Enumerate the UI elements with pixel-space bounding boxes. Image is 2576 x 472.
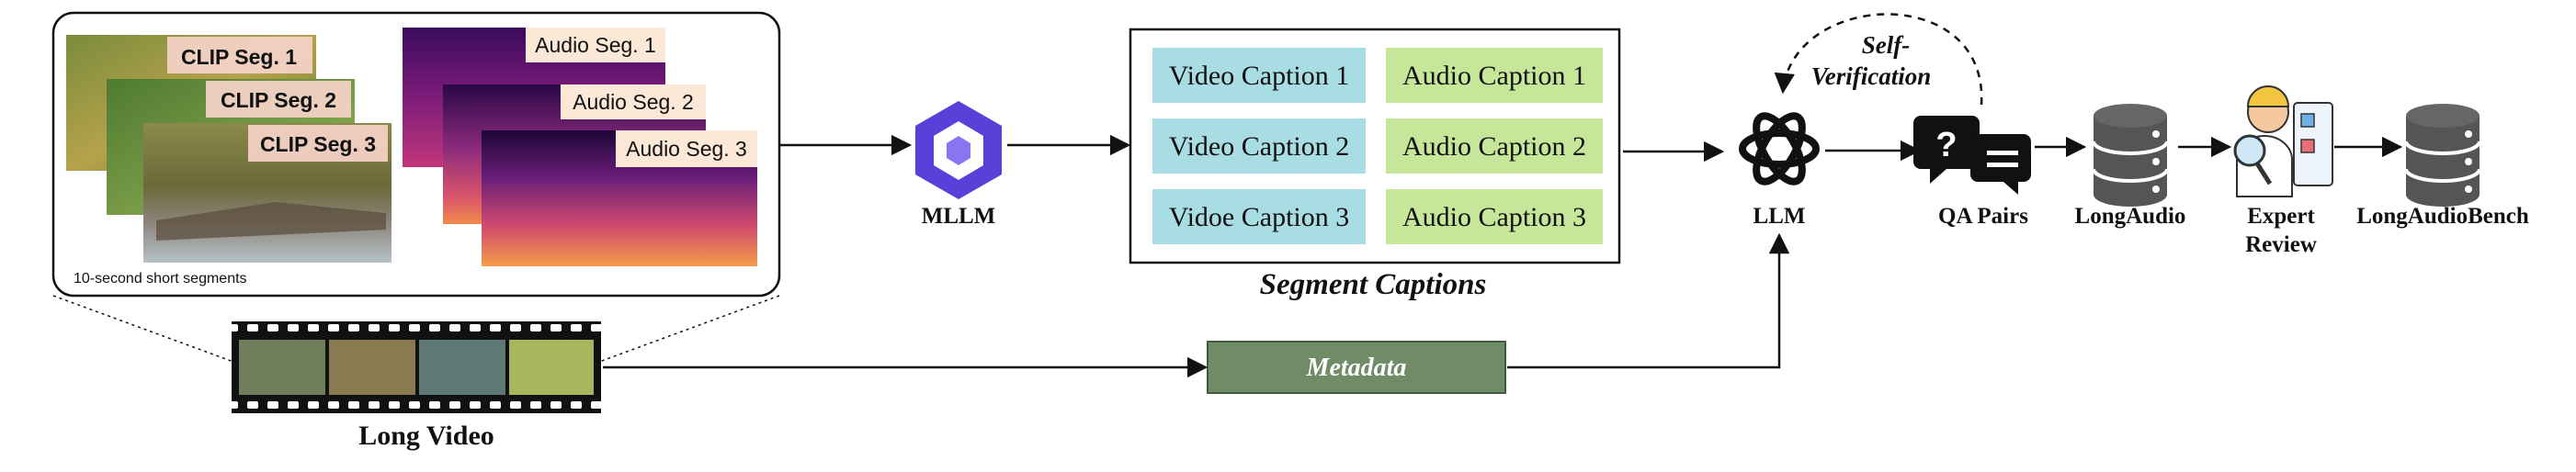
metadata-label: Metadata	[1306, 354, 1407, 382]
segments-panel: CLIP Seg. 1 CLIP Seg. 2 CLIP Seg. 3 Audi…	[51, 11, 781, 298]
audio-segment-2-label: Audio Seg. 2	[573, 90, 694, 114]
segment-captions-title: Segment Captions	[1260, 268, 1487, 301]
clip-segment-3-label: CLIP Seg. 3	[260, 132, 376, 156]
audio-caption-1	[1386, 48, 1603, 103]
qa-pairs-icon: ?	[1913, 116, 2031, 195]
clip-segment-3: CLIP Seg. 3	[143, 123, 392, 263]
segment-captions-box: Video Caption 1 Video Caption 2 Vidoe Ca…	[1129, 28, 1621, 264]
mllm-icon	[915, 101, 1002, 199]
self-verification-label-line2: Verification	[1811, 62, 1932, 90]
expert-review-label-line2: Review	[2245, 232, 2317, 257]
llm-label: LLM	[1753, 204, 1806, 229]
qa-pairs-label: QA Pairs	[1938, 204, 2028, 229]
audio-caption-3-text: Audio Caption 3	[1402, 202, 1586, 232]
llm-icon	[1739, 112, 1820, 185]
long-video-label: Long Video	[358, 421, 494, 451]
audio-segment-3: Audio Seg. 3	[482, 130, 757, 266]
expert-review-label-line1: Expert	[2247, 204, 2315, 229]
audio-caption-1-text: Audio Caption 1	[1402, 61, 1586, 91]
longaudiobench-database-icon	[2404, 104, 2481, 207]
connectors	[603, 13, 2403, 378]
video-caption-3	[1152, 189, 1366, 244]
long-video-filmstrip	[232, 321, 601, 413]
self-verification-label-line1: Self-	[1862, 31, 1910, 59]
audio-segment-1-label: Audio Seg. 1	[535, 33, 656, 57]
video-caption-2	[1152, 118, 1366, 174]
video-caption-2-text: Video Caption 2	[1169, 131, 1350, 162]
clip-segment-2-label: CLIP Seg. 2	[221, 88, 336, 112]
longaudio-label: LongAudio	[2075, 204, 2186, 229]
audio-caption-2	[1386, 118, 1603, 174]
video-caption-1-text: Video Caption 1	[1169, 61, 1350, 91]
video-caption-3-text: Vidoe Caption 3	[1169, 202, 1350, 232]
video-caption-1	[1152, 48, 1366, 103]
svg-text:?: ?	[1935, 126, 1957, 164]
longaudiobench-label: LongAudioBench	[2356, 204, 2529, 229]
audio-caption-2-text: Audio Caption 2	[1402, 131, 1586, 162]
audio-caption-3	[1386, 189, 1603, 244]
segments-note: 10-second short segments	[74, 271, 247, 287]
expert-review-icon	[2233, 85, 2333, 197]
metadata-box	[1207, 341, 1506, 394]
mllm-label: MLLM	[922, 204, 996, 229]
longaudio-database-icon	[2092, 104, 2169, 207]
audio-segment-3-label: Audio Seg. 3	[626, 137, 747, 161]
clip-segment-1-label: CLIP Seg. 1	[181, 45, 297, 69]
